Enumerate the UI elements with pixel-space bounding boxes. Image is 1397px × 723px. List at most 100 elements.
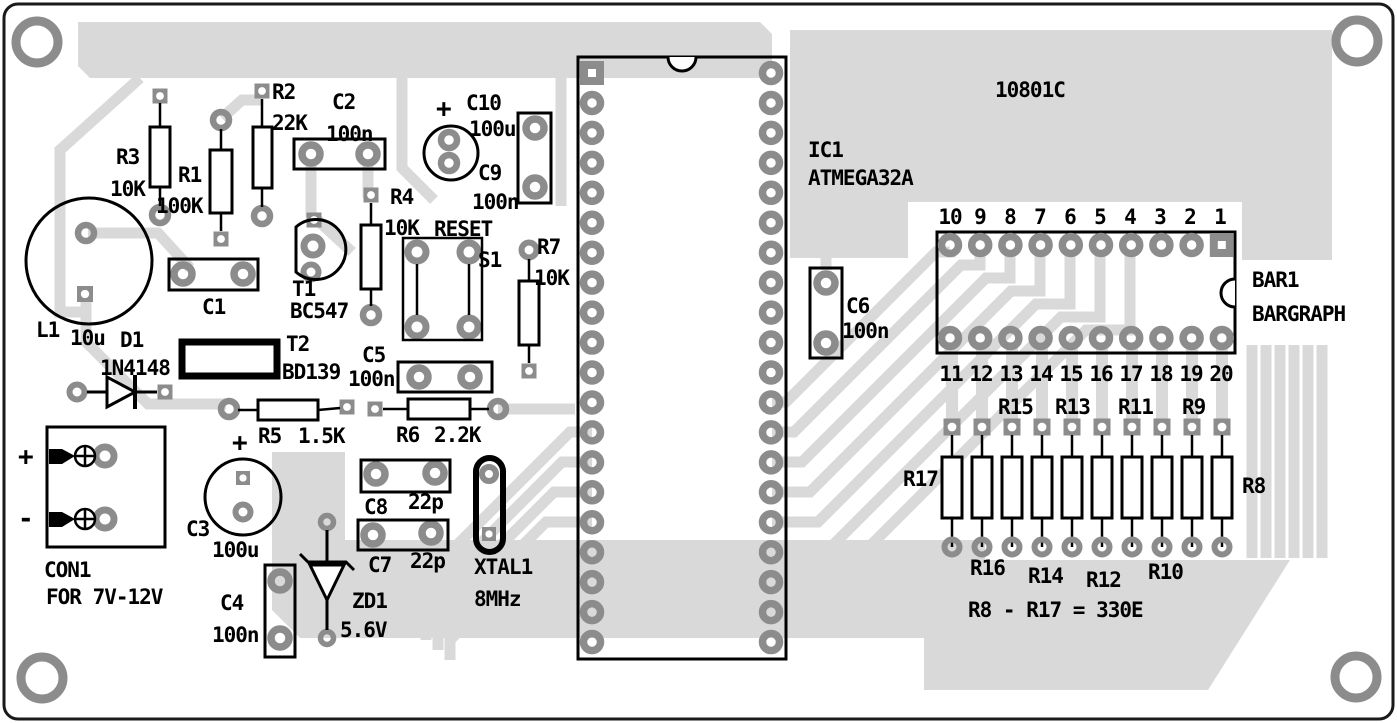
label-bar1-val: BARGRAPH — [1252, 302, 1346, 326]
mounting-holes — [11, 15, 1383, 704]
label-c10-plus: + — [436, 94, 452, 124]
pin-number: 3 — [1154, 205, 1167, 229]
pin-number: 5 — [1094, 205, 1107, 229]
label-r2-ref: R2 — [272, 80, 296, 104]
label-r4-val: 10K — [384, 216, 420, 240]
label-network-note: R8 - R17 = 330E — [968, 598, 1144, 622]
mounting-hole-top-left — [11, 16, 63, 68]
label-r3-val: 10K — [110, 177, 146, 201]
resistor-r4-outline — [359, 203, 383, 306]
label-r7-val: 10K — [534, 266, 570, 290]
label-c4-ref: C4 — [220, 591, 244, 615]
label-c9-ref: C9 — [478, 161, 502, 185]
pin-number: 6 — [1064, 205, 1077, 229]
label-t2-ref: T2 — [286, 332, 310, 356]
label-t2-val: BD139 — [282, 360, 341, 384]
capacitor-c1-outline — [167, 257, 260, 292]
bargraph-socket-outline — [935, 230, 1237, 355]
label-c2-val: 100n — [326, 122, 374, 146]
label-c7-ref: C7 — [368, 553, 392, 577]
label-board-code: 10801C — [995, 78, 1066, 102]
capacitor-c9-outline — [516, 111, 553, 205]
label-zd1-val: 5.6V — [340, 618, 388, 642]
bargraph-pin-pads — [937, 232, 1235, 351]
resistor-r5-outline — [238, 398, 341, 422]
pin-number: 19 — [1179, 362, 1203, 386]
label-s1-ref: S1 — [478, 248, 502, 272]
label-r6-ref: R6 — [396, 423, 420, 447]
resistor-r3-outline — [148, 103, 172, 206]
trace-stripes-bargraph-to-network — [946, 342, 1228, 420]
capacitor-c7-outline — [356, 518, 450, 552]
mounting-hole-top-right — [1331, 15, 1383, 67]
label-t1-ref: T1 — [292, 277, 316, 301]
label-r14: R14 — [1028, 564, 1064, 588]
mounting-hole-bottom-left — [16, 652, 68, 704]
label-c2-ref: C2 — [332, 90, 356, 114]
label-c5-ref: C5 — [362, 343, 386, 367]
label-xtal1-val: 8MHz — [474, 587, 522, 611]
label-c8-ref: C8 — [364, 495, 388, 519]
label-xtal1-ref: XTAL1 — [474, 555, 533, 579]
bargraph-pin-numbers-top: 10 9 8 7 6 5 4 3 2 1 — [935, 205, 1235, 229]
transistor-t2-outline — [178, 338, 281, 380]
label-c3-val: 100u — [212, 538, 260, 562]
label-ic1-ref: IC1 — [808, 138, 844, 162]
label-r10: R10 — [1148, 560, 1184, 584]
label-c10-val: 100u — [469, 117, 517, 141]
capacitor-c5-outline — [396, 360, 494, 394]
label-c1-ref: C1 — [202, 295, 226, 319]
label-t1-val: BC547 — [290, 299, 349, 323]
resistor-network-r8-r17 — [940, 418, 1234, 558]
label-r2-val: 22K — [272, 111, 308, 135]
crystal-xtal1-outline — [473, 455, 506, 555]
label-r4-ref: R4 — [390, 185, 414, 209]
label-r16: R16 — [970, 556, 1006, 580]
label-r1-ref: R1 — [178, 163, 202, 187]
pin-number: 12 — [969, 362, 993, 386]
pin-number: 20 — [1209, 362, 1233, 386]
pin-number: 10 — [938, 205, 962, 229]
capacitor-c2-outline — [292, 137, 387, 171]
label-r12: R12 — [1086, 568, 1122, 592]
label-con1-plus: + — [18, 442, 34, 472]
label-r1-val: 100K — [156, 194, 204, 218]
transistor-t1-outline — [294, 218, 348, 281]
label-r15: R15 — [998, 395, 1034, 419]
label-c10-ref: C10 — [466, 91, 502, 115]
con1-terminals — [49, 444, 97, 531]
label-c6-val: 100n — [842, 319, 890, 343]
label-ic1-val: ATMEGA32A — [808, 166, 914, 190]
resistor-r7-outline — [517, 259, 541, 363]
label-c3-plus: + — [232, 428, 248, 458]
pin-number: 16 — [1089, 362, 1113, 386]
resistor-r2-outline — [251, 99, 274, 207]
label-l1-val: 10u — [70, 326, 106, 350]
capacitor-c8-outline — [359, 458, 452, 494]
switch-s1-outline — [401, 236, 484, 342]
label-r9: R9 — [1182, 395, 1206, 419]
label-con1-minus: - — [18, 504, 34, 534]
label-c5-val: 100n — [348, 367, 396, 391]
label-c3-ref: C3 — [186, 517, 210, 541]
pin-number: 14 — [1029, 362, 1053, 386]
label-r5-val: 1.5K — [298, 424, 346, 448]
label-c7-val: 22p — [410, 549, 446, 573]
capacitor-c4-outline — [263, 563, 297, 659]
label-l1-ref: L1 — [36, 318, 60, 342]
label-d1-ref: D1 — [120, 328, 144, 352]
label-c8-val: 22p — [408, 490, 444, 514]
pin-number: 11 — [939, 362, 963, 386]
pin-number: 15 — [1059, 362, 1083, 386]
pin-number: 1 — [1214, 205, 1227, 229]
resistor-r6-outline — [383, 397, 489, 421]
pin-number: 2 — [1184, 205, 1197, 229]
label-r3-ref: R3 — [116, 145, 140, 169]
ic1-pin-pads — [579, 60, 784, 655]
connector-con1-outline — [45, 425, 167, 549]
label-r7-ref: R7 — [537, 235, 561, 259]
trace-stripes-right-edge — [1246, 345, 1328, 558]
pin-number: 13 — [999, 362, 1023, 386]
label-c6-ref: C6 — [846, 294, 870, 318]
